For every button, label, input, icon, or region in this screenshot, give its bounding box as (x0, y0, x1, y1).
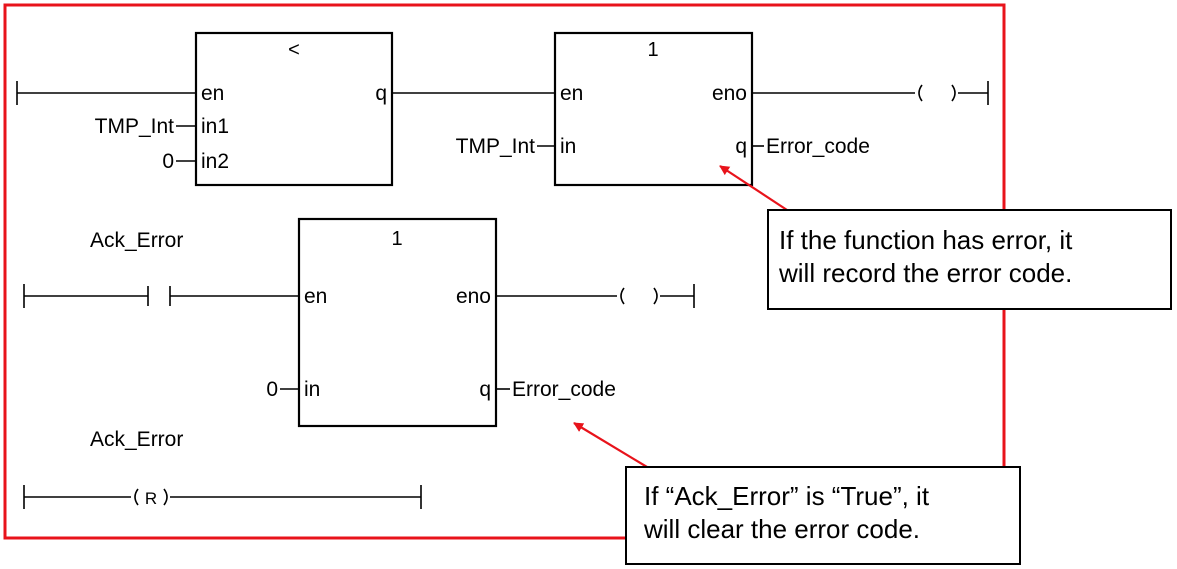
arrow-bottom (573, 422, 648, 468)
block2-in-pin: in (560, 135, 576, 158)
contact-variable: Ack_Error (90, 229, 183, 252)
block3-in-variable: 0 (266, 378, 278, 401)
block3-in-pin: in (304, 378, 320, 401)
reset-coil-symbol: R (145, 489, 157, 508)
block1-in1-variable: TMP_Int (95, 115, 175, 138)
rung-3 (23, 485, 422, 509)
callout-bottom-line-2: will clear the error code. (644, 513, 920, 544)
callout-bottom-line-1: If “Ack_Error” is “True”, it (644, 481, 930, 511)
block3-q-pin: q (479, 378, 491, 401)
block3-eno-pin: eno (456, 285, 491, 308)
callout-top-line-2: will record the error code. (779, 257, 1073, 288)
function-block-move-2 (297, 217, 498, 428)
function-block-lt (194, 31, 394, 187)
block2-title: 1 (647, 39, 658, 61)
rung-2 (23, 284, 695, 390)
block3-q-variable: Error_code (512, 378, 616, 401)
block2-in-variable: TMP_Int (456, 135, 536, 158)
block3-en-pin: en (304, 285, 327, 308)
function-block-move-1 (553, 31, 754, 187)
reset-coil-variable: Ack_Error (90, 428, 183, 451)
block2-q-pin: q (735, 135, 747, 158)
rung-1 (16, 81, 989, 162)
block1-in1-pin: in1 (201, 115, 229, 138)
callout-top: If the function has error, it will recor… (767, 209, 1172, 310)
block1-en-pin: en (201, 82, 224, 105)
block1-in2-variable: 0 (162, 150, 174, 173)
callout-bottom: If “Ack_Error” is “True”, it will clear … (625, 466, 1021, 565)
block2-en-pin: en (560, 82, 583, 105)
block3-title: 1 (391, 228, 402, 250)
block2-q-variable: Error_code (766, 135, 870, 158)
block1-title: < (288, 39, 300, 61)
arrow-top (719, 165, 788, 211)
block2-eno-pin: eno (712, 82, 747, 105)
block1-in2-pin: in2 (201, 150, 229, 173)
block1-q-pin: q (375, 82, 387, 105)
callout-top-line-1: If the function has error, it (779, 225, 1073, 255)
